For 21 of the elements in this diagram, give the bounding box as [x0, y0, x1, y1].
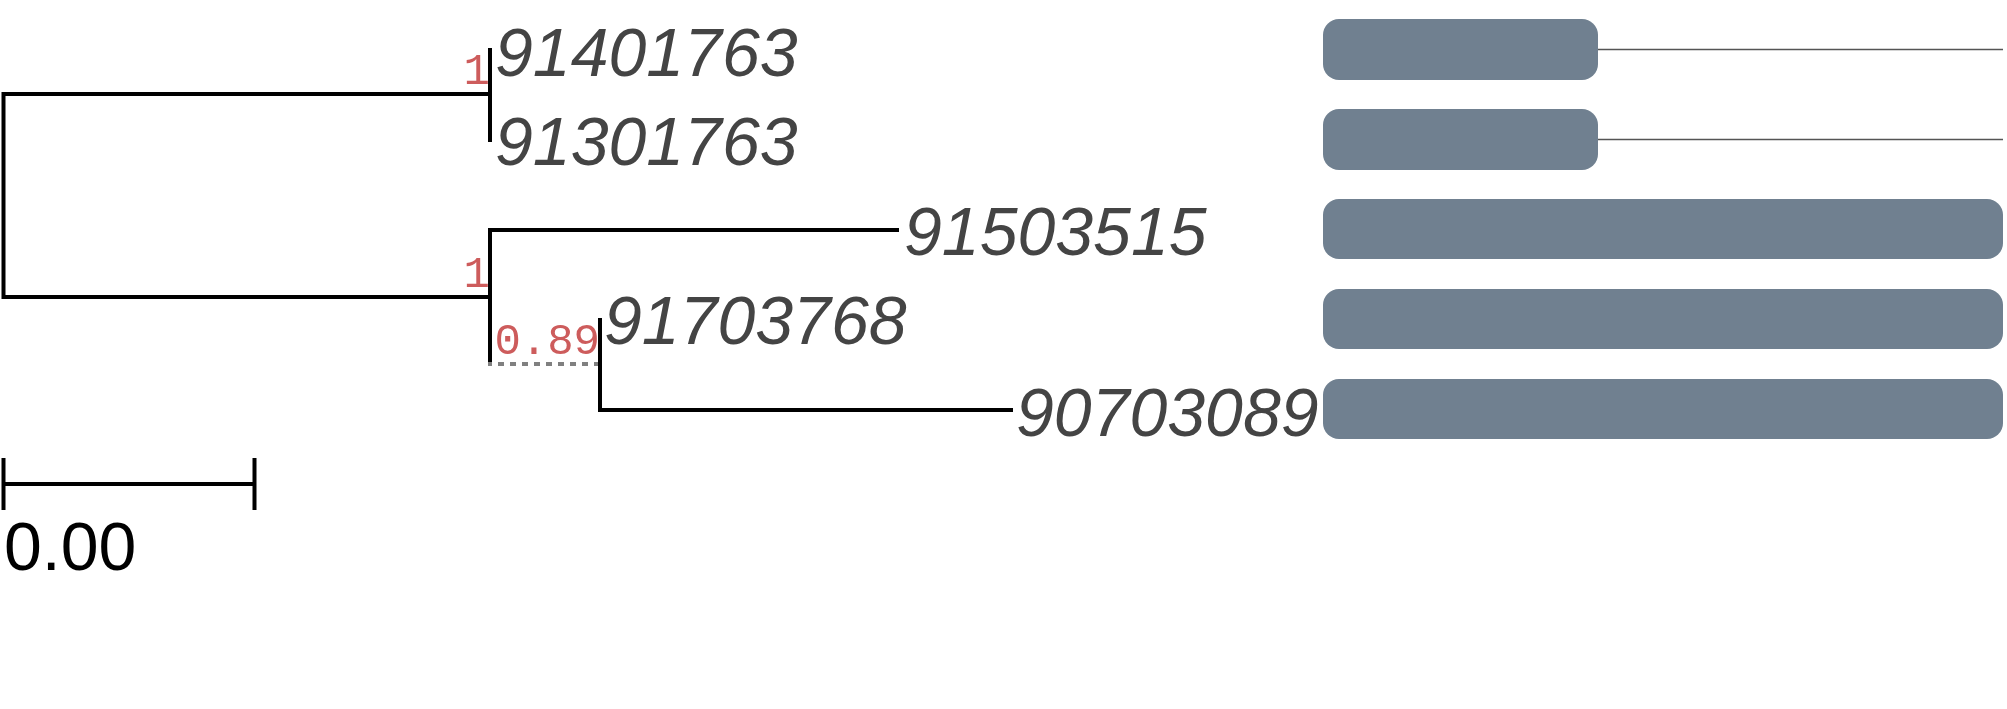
branch-line — [1, 92, 490, 299]
branch-line — [488, 48, 492, 94]
taxon-label: 90703089 — [1013, 378, 1323, 446]
branch-line — [598, 318, 602, 364]
domain-bar — [1323, 379, 2003, 439]
domain-bar — [1323, 109, 1598, 170]
taxon-label: 91401763 — [490, 18, 802, 86]
support-value: 1 — [463, 253, 490, 297]
scale-value: 0.00 — [4, 512, 137, 580]
taxon-label: 91503515 — [899, 197, 1211, 265]
domain-bar — [1323, 289, 2003, 349]
support-value: 0.89 — [494, 320, 600, 364]
support-value: 1 — [463, 50, 490, 94]
branch-line — [488, 94, 492, 142]
branch-line — [488, 297, 600, 366]
domain-bar — [1323, 19, 1598, 80]
taxon-label: 91703768 — [600, 286, 911, 354]
domain-bar — [1323, 199, 2003, 259]
branch-line — [488, 228, 899, 297]
branch-line — [598, 364, 1013, 412]
taxon-label: 91301763 — [490, 107, 802, 175]
